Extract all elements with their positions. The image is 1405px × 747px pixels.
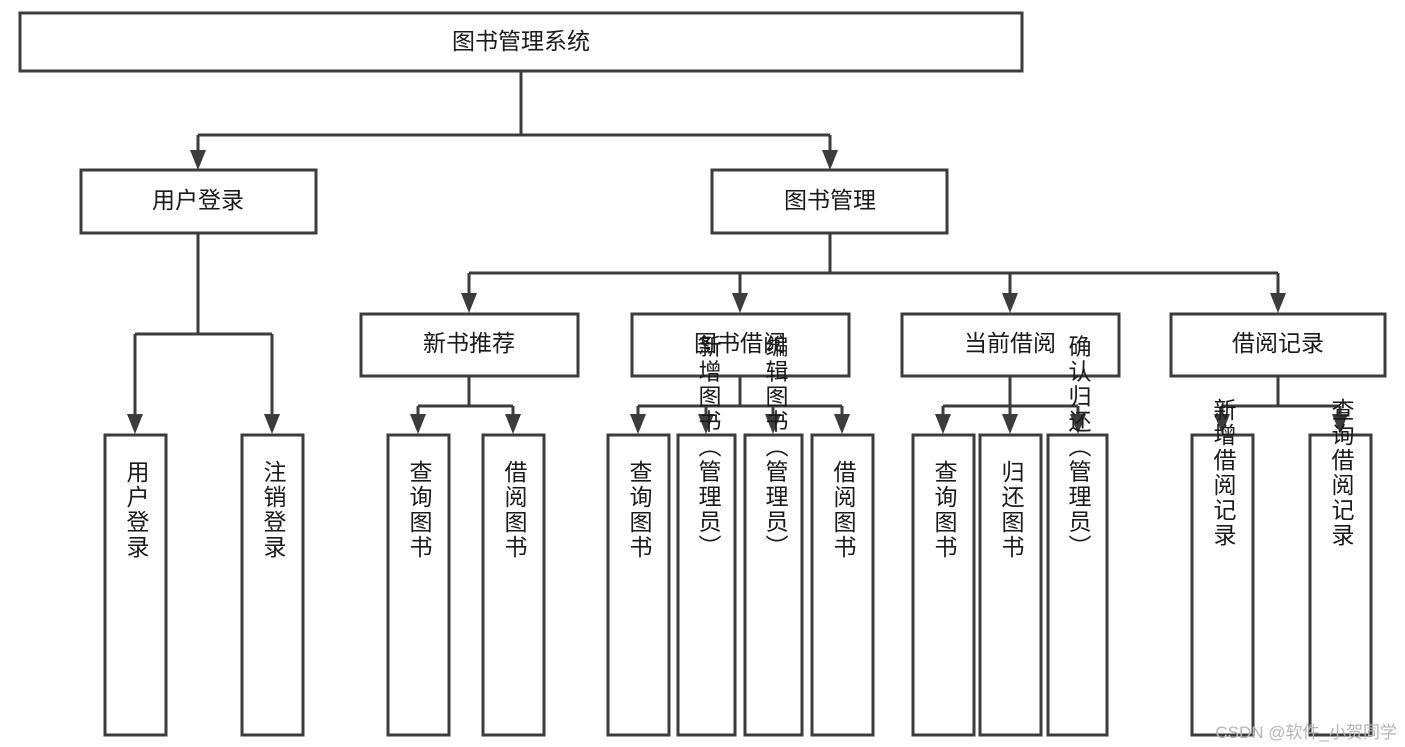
node-root[interactable]: 图书管理系统: [18, 11, 1024, 73]
node-new-book-recommend-box[interactable]: [359, 312, 580, 378]
node-book-manage-label: 图书管理: [784, 187, 876, 213]
arrowhead-leaf-logout-login: [264, 414, 280, 434]
arrowhead-borrow-record: [1270, 293, 1286, 313]
node-leaf-add-book-admin-box[interactable]: [676, 433, 737, 737]
node-book-manage[interactable]: 图书管理: [710, 168, 949, 235]
arrowhead-user-login: [190, 150, 206, 170]
node-leaf-return-book-box[interactable]: [978, 433, 1043, 737]
arrowhead-leaf-edit-book-admin: [765, 414, 781, 434]
node-leaf-borrow-book-1-box[interactable]: [481, 433, 546, 737]
csdn-watermark: CSDN @软件_小贺同学: [1215, 723, 1397, 742]
node-leaf-query-borrow-record-box[interactable]: [1308, 433, 1373, 737]
node-borrow-record-box[interactable]: [1169, 312, 1387, 378]
node-book-borrow[interactable]: 图书借阅: [630, 312, 851, 378]
arrowhead-leaf-add-borrow-record: [1214, 414, 1230, 434]
arrowhead-leaf-borrow-book-2: [834, 414, 850, 434]
node-leaf-edit-book-admin-label: 编辑图书（管理员）: [762, 335, 789, 560]
arrowhead-leaf-confirm-return-admin: [1070, 414, 1086, 434]
arrowhead-new-book-recommend: [461, 293, 477, 313]
connector-layer: [127, 71, 1348, 434]
node-leaf-user-login-box[interactable]: [103, 433, 168, 737]
node-leaf-confirm-return-admin-label: 确认归还（管理员）: [1065, 335, 1092, 560]
node-leaf-query-book-2-box[interactable]: [606, 433, 671, 737]
arrowhead-leaf-query-book-2: [630, 414, 646, 434]
node-book-borrow-box[interactable]: [630, 312, 851, 378]
node-leaf-edit-book-admin-box[interactable]: [743, 433, 804, 737]
node-leaf-return-book-label: 归还图书: [998, 460, 1025, 560]
node-leaf-query-book-3[interactable]: 查询图书: [911, 433, 976, 737]
node-current-borrow[interactable]: 当前借阅: [900, 312, 1121, 378]
arrowhead-leaf-query-book-1: [410, 414, 426, 434]
arrowhead-leaf-query-book-3: [935, 414, 951, 434]
node-book-manage-box[interactable]: [710, 168, 949, 235]
node-leaf-add-book-admin[interactable]: 新增图书（管理员）: [676, 335, 737, 737]
node-leaf-query-book-1-box[interactable]: [386, 433, 451, 737]
node-leaf-borrow-book-2[interactable]: 借阅图书: [810, 433, 875, 737]
node-leaf-confirm-return-admin-box[interactable]: [1046, 433, 1109, 737]
node-leaf-query-book-1-label: 查询图书: [406, 460, 433, 560]
node-leaf-query-book-2-label: 查询图书: [626, 460, 653, 560]
node-leaf-user-login-label: 用户登录: [123, 460, 150, 560]
node-current-borrow-label: 当前借阅: [964, 330, 1056, 356]
node-new-book-recommend-label: 新书推荐: [423, 330, 515, 356]
arrowhead-leaf-query-borrow-record: [1332, 414, 1348, 434]
arrowhead-leaf-user-login: [127, 414, 143, 434]
node-borrow-record-label: 借阅记录: [1232, 330, 1324, 356]
arrowhead-book-manage: [822, 150, 838, 170]
node-new-book-recommend[interactable]: 新书推荐: [359, 312, 580, 378]
arrowhead-leaf-add-book-admin: [698, 414, 714, 434]
node-leaf-add-borrow-record-box[interactable]: [1190, 433, 1255, 737]
node-leaf-edit-book-admin[interactable]: 编辑图书（管理员）: [743, 335, 804, 737]
node-root-box[interactable]: [18, 11, 1024, 73]
node-leaf-add-borrow-record[interactable]: 新增借阅记录: [1190, 398, 1255, 737]
node-leaf-logout-login[interactable]: 注销登录: [240, 433, 305, 737]
node-leaf-add-book-admin-label: 新增图书（管理员）: [695, 335, 722, 560]
node-leaf-borrow-book-1-label: 借阅图书: [501, 460, 528, 560]
arrowhead-current-borrow: [1002, 293, 1018, 313]
arrowhead-book-borrow: [732, 293, 748, 313]
node-leaf-user-login[interactable]: 用户登录: [103, 433, 168, 737]
node-leaf-query-borrow-record-label: 查询借阅记录: [1328, 398, 1355, 548]
node-book-borrow-label: 图书借阅: [694, 330, 786, 356]
node-leaf-borrow-book-1[interactable]: 借阅图书: [481, 433, 546, 737]
node-leaf-query-book-2[interactable]: 查询图书: [606, 433, 671, 737]
node-user-login[interactable]: 用户登录: [79, 168, 318, 235]
arrowhead-leaf-return-book: [1002, 414, 1018, 434]
arrowhead-leaf-borrow-book-1: [505, 414, 521, 434]
node-borrow-record[interactable]: 借阅记录: [1169, 312, 1387, 378]
node-leaf-query-borrow-record[interactable]: 查询借阅记录: [1308, 398, 1373, 737]
node-leaf-query-book-3-label: 查询图书: [931, 460, 958, 560]
node-leaf-add-borrow-record-label: 新增借阅记录: [1210, 398, 1237, 548]
node-leaf-borrow-book-2-box[interactable]: [810, 433, 875, 737]
node-user-login-box[interactable]: [79, 168, 318, 235]
node-leaf-logout-login-box[interactable]: [240, 433, 305, 737]
node-root-label: 图书管理系统: [452, 28, 590, 54]
node-leaf-query-book-3-box[interactable]: [911, 433, 976, 737]
node-leaf-logout-login-label: 注销登录: [260, 460, 287, 560]
node-user-login-label: 用户登录: [152, 187, 244, 213]
node-leaf-return-book[interactable]: 归还图书: [978, 433, 1043, 737]
node-leaf-borrow-book-2-label: 借阅图书: [830, 460, 857, 560]
node-current-borrow-box[interactable]: [900, 312, 1121, 378]
node-leaf-confirm-return-admin[interactable]: 确认归还（管理员）: [1046, 335, 1109, 737]
node-leaf-query-book-1[interactable]: 查询图书: [386, 433, 451, 737]
